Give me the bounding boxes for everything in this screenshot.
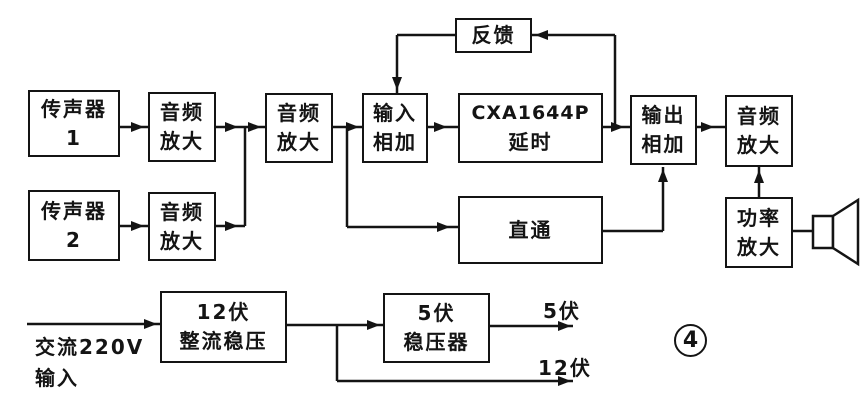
block-audio-amp-3-label-1: 音频	[277, 101, 321, 125]
block-power-amp: 功率 放大	[725, 197, 793, 268]
block-audio-amp-2-label-2: 放大	[160, 228, 204, 253]
label-ac-input-line2: 输入	[35, 366, 79, 390]
block-microphone-1-number: 1	[66, 125, 82, 150]
block-feedback-label: 反馈	[471, 23, 516, 47]
block-input-adder-label-1: 输入	[373, 101, 417, 125]
block-output-adder-label-1: 输出	[641, 103, 686, 127]
arrow-amp3-to-inputadder	[346, 122, 359, 132]
block-audio-amp-4-label-2: 放大	[737, 133, 781, 157]
block-microphone-1-label: 传声器	[41, 96, 107, 121]
arrow-poweramp-amp4	[754, 170, 764, 183]
arrow-mic2-to-amp2	[131, 221, 144, 231]
block-bypass-label: 直通	[508, 217, 553, 242]
label-output-12v: 12伏	[538, 356, 592, 380]
arrow-junction-to-amp3	[248, 122, 261, 132]
figure-number: 4	[682, 328, 699, 353]
block-audio-amp-1-label-1: 音频	[160, 100, 204, 124]
arrow-12v-out	[558, 376, 571, 386]
label-ac-input-line1: 交流220V	[35, 335, 145, 359]
block-5v-regulator: 5伏 稳压器	[383, 293, 490, 363]
label-output-5v: 5伏	[543, 299, 581, 323]
block-audio-amp-3-label-2: 放大	[277, 130, 321, 154]
arrow-feedback-into-inputadder	[392, 77, 402, 90]
arrow-amp2-to-junction	[225, 221, 238, 231]
block-5v-regulator-label-1: 5伏	[417, 301, 456, 325]
arrow-5v-out	[558, 321, 571, 331]
block-delay-chip-part-number: CXA1644P	[471, 102, 590, 124]
block-audio-amp-4-label-1: 音频	[737, 104, 781, 128]
block-input-adder-label-2: 相加	[373, 130, 417, 154]
block-5v-regulator-label-2: 稳压器	[403, 330, 470, 354]
arrow-into-bypass	[437, 222, 450, 232]
block-bypass: 直通	[458, 196, 603, 264]
block-12v-rectifier: 12伏 整流稳压	[160, 291, 287, 363]
block-audio-amp-2: 音频 放大	[148, 192, 216, 261]
arrow-inputadder-to-delay	[434, 122, 447, 132]
block-delay-chip-label: 延时	[508, 130, 553, 154]
block-microphone-2-label: 传声器	[41, 198, 107, 223]
block-audio-amp-4: 音频 放大	[725, 95, 793, 167]
arrow-mic1-to-amp1	[131, 122, 144, 132]
block-input-adder: 输入 相加	[362, 93, 428, 163]
arrow-delay-to-outputadder	[611, 122, 624, 132]
block-microphone-1: 传声器 1	[28, 90, 120, 157]
arrow-amp1-to-junction	[225, 122, 238, 132]
block-output-adder: 输出 相加	[630, 95, 697, 165]
block-feedback: 反馈	[455, 18, 532, 53]
arrow-outputadder-to-amp4	[701, 122, 714, 132]
block-power-amp-label-2: 放大	[737, 234, 781, 259]
block-microphone-2-number: 2	[66, 227, 82, 252]
block-audio-amp-1: 音频 放大	[148, 92, 216, 162]
arrow-into-regulator	[367, 320, 380, 330]
block-microphone-2: 传声器 2	[28, 190, 120, 261]
arrow-ac-into-rectifier	[144, 319, 157, 329]
block-audio-amp-3: 音频 放大	[265, 93, 333, 163]
block-audio-amp-1-label-2: 放大	[160, 129, 204, 153]
block-audio-amp-2-label-1: 音频	[160, 199, 204, 224]
block-12v-rectifier-label-1: 12伏	[196, 300, 251, 324]
arrow-into-feedback	[535, 30, 548, 40]
block-output-adder-label-2: 相加	[641, 132, 686, 156]
figure-number-badge: 4	[674, 324, 707, 357]
arrow-bypass-into-outputadder	[658, 169, 668, 182]
block-delay-chip: CXA1644P 延时	[458, 93, 603, 163]
block-power-amp-label-1: 功率	[737, 205, 781, 230]
speaker-icon	[811, 197, 860, 267]
block-12v-rectifier-label-2: 整流稳压	[179, 329, 268, 353]
